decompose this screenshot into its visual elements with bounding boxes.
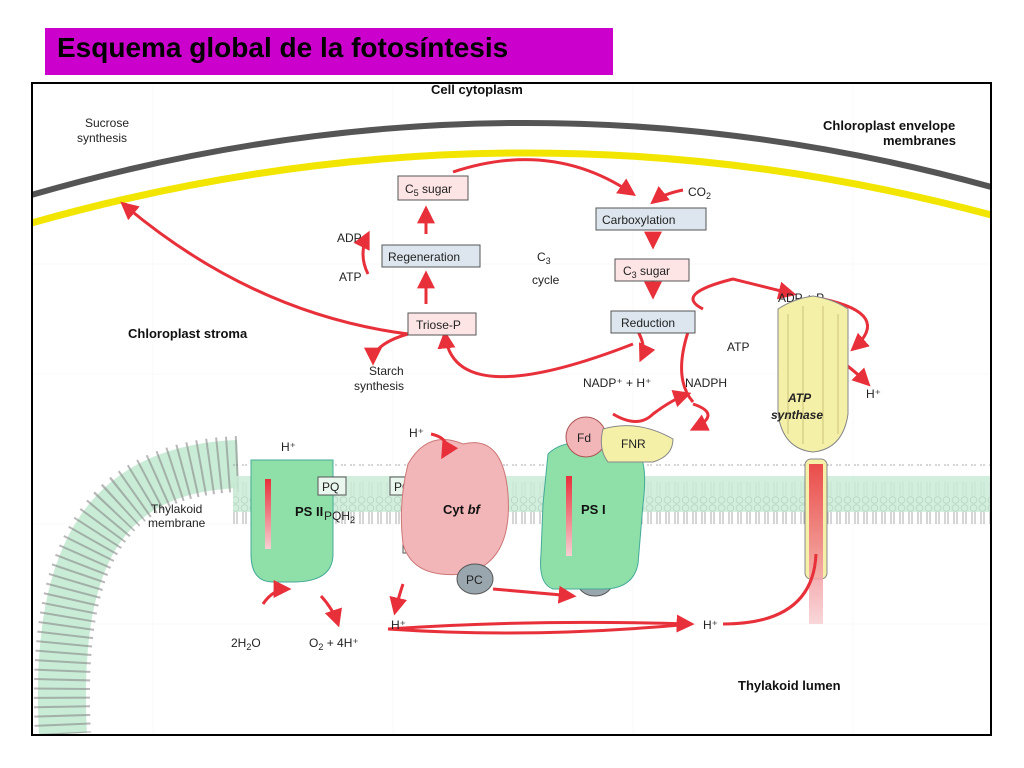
envelope-inner-membrane (33, 149, 990, 227)
h-plus-lumen: H⁺ (391, 618, 406, 632)
stroma-label: Chloroplast stroma (128, 326, 248, 341)
envelope-label-1: Chloroplast envelope (823, 118, 955, 133)
svg-text:Fd: Fd (577, 431, 591, 445)
svg-text:Reduction: Reduction (621, 316, 675, 330)
svg-text:Cyt bf: Cyt bf (443, 502, 482, 517)
c5-sugar-box: C5 sugar (397, 175, 469, 201)
plastocyanin-1: PC (456, 563, 494, 595)
nadph-label: NADPH (685, 376, 727, 390)
lumen-arrows (261, 390, 818, 635)
svg-text:PC: PC (466, 573, 483, 587)
h-plus-lumen-right: H⁺ (703, 618, 718, 632)
c3-cycle-word: cycle (532, 273, 560, 287)
sucrose-label-1: Sucrose (85, 116, 129, 130)
h-plus-ps2: H⁺ (281, 440, 296, 454)
starch-label-2: synthesis (354, 379, 404, 393)
atp-synthase: ATP synthase (771, 295, 849, 624)
thylakoid-curve (38, 440, 240, 734)
svg-text:synthase: synthase (771, 408, 823, 422)
thylakoid-membrane-label-2: membrane (148, 516, 206, 530)
svg-text:Regeneration: Regeneration (388, 250, 460, 264)
sucrose-label-2: synthesis (77, 131, 127, 145)
envelope-label-2: membranes (883, 133, 956, 148)
photosynthesis-diagram: C5 sugar Carboxylation Regeneration C3 s… (33, 84, 990, 734)
page-title: Esquema global de la fotosíntesis (57, 32, 509, 63)
starch-label-1: Starch (369, 364, 404, 378)
svg-text:PS I: PS I (581, 502, 606, 517)
carboxylation-box: Carboxylation (595, 207, 707, 231)
c3-sugar-box: C3 sugar (614, 258, 690, 282)
diagram-frame: C5 sugar Carboxylation Regeneration C3 s… (31, 82, 992, 736)
nadp-label: NADP⁺ + H⁺ (583, 376, 651, 390)
oxygen-label: O2 + 4H⁺ (309, 636, 359, 652)
svg-text:Triose-P: Triose-P (416, 318, 461, 332)
fnr: FNR (600, 425, 674, 463)
adp-label: ADP (337, 231, 362, 245)
cell-cytoplasm-label: Cell cytoplasm (431, 84, 523, 97)
atp-right-label: ATP (727, 340, 749, 354)
svg-text:FNR: FNR (621, 437, 646, 451)
svg-text:H⁺: H⁺ (409, 426, 424, 440)
co2-label: CO2 (688, 185, 711, 201)
photosystem-ii: PS II (250, 459, 334, 583)
svg-text:C3 sugar: C3 sugar (623, 264, 670, 280)
title-banner: Esquema global de la fotosíntesis (45, 28, 613, 75)
regeneration-box: Regeneration (381, 244, 481, 268)
svg-text:Carboxylation: Carboxylation (602, 213, 675, 227)
svg-text:PQ: PQ (322, 480, 339, 494)
thylakoid-membrane-label-1: Thylakoid (151, 502, 202, 516)
calvin-cycle-arrows (120, 158, 871, 431)
photosystem-i: PS I (540, 442, 646, 590)
reduction-box: Reduction (610, 310, 696, 334)
atp-label: ATP (339, 270, 361, 284)
cytochrome-bf: Cyt bf H⁺ (400, 426, 509, 576)
svg-text:PQH2: PQH2 (324, 509, 355, 525)
h-plus-synthase: H⁺ (866, 387, 881, 401)
c3-cycle-label: C3 (537, 250, 551, 266)
lumen-label: Thylakoid lumen (738, 678, 841, 693)
svg-text:ATP: ATP (787, 391, 812, 405)
svg-text:C5 sugar: C5 sugar (405, 182, 452, 198)
triose-p-box: Triose-P (407, 312, 477, 336)
ferredoxin: Fd (565, 416, 607, 458)
water-label: 2H2O (231, 636, 261, 652)
svg-text:PS II: PS II (295, 504, 323, 519)
envelope-outer-membrane (33, 120, 990, 198)
